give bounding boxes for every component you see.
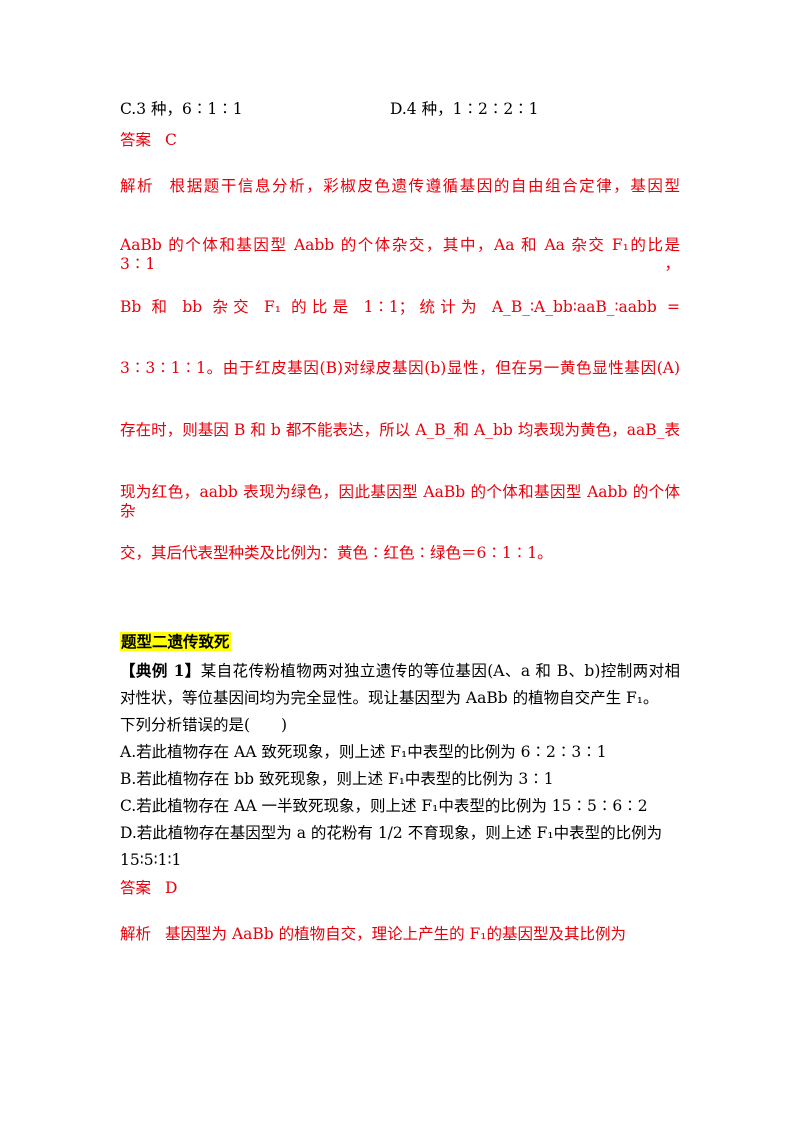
example-line-1: 【典例 1】某自花传粉植物两对独立遗传的等位基因(A、a 和 B、b)控制两对相 [120, 661, 680, 680]
analysis-label: 解析 [120, 177, 155, 195]
analysis2-label: 解析 [120, 925, 152, 943]
answer-value: C [165, 131, 177, 149]
analysis-line-2: AaBb 的个体和基因型 Aabb 的个体杂交，其中，Aa 和 Aa 杂交 F₁… [120, 236, 680, 273]
analysis-line-7: 交，其后代表型种类及比例为：黄色∶红色∶绿色＝6∶1∶1。 [120, 544, 553, 562]
example-option-a: A.若此植物存在 AA 致死现象，则上述 F₁中表型的比例为 6∶2∶3∶1 [120, 743, 607, 761]
analysis2-line-1: 解析基因型为 AaBb 的植物自交，理论上产生的 F₁的基因型及其比例为 [120, 925, 627, 943]
example-option-b: B.若此植物存在 bb 致死现象，则上述 F₁中表型的比例为 3∶1 [120, 770, 554, 788]
analysis-line-4: 3∶3∶1∶1。由于红皮基因(B)对绿皮基因(b)显性，但在另一黄色显性基因(A… [120, 359, 680, 377]
example-label: 【典例 1】 [120, 661, 201, 680]
answer-label-2: 答案 [120, 879, 152, 897]
answer-label: 答案 [120, 131, 152, 149]
analysis-line-3: Bb 和 bb 杂交 F₁ 的比是 1∶1；统计为 A_B_∶A_bb∶aaB_… [120, 298, 680, 316]
example-option-d-cont: 15∶5∶1∶1 [120, 851, 182, 869]
example-line-3: 下列分析错误的是( ) [120, 716, 288, 734]
example-line-2: 对性状，等位基因间均为完全显性。现让基因型为 AaBb 的植物自交产生 F₁。 [120, 689, 659, 707]
analysis-line-1: 解析根据题干信息分析，彩椒皮色遗传遵循基因的自由组合定律，基因型 [120, 177, 680, 195]
answer-value-2: D [165, 879, 178, 897]
analysis-line-5: 存在时，则基因 B 和 b 都不能表达，所以 A_B_和 A_bb 均表现为黄色… [120, 421, 680, 439]
analysis-line-6: 现为红色，aabb 表现为绿色，因此基因型 AaBb 的个体和基因型 Aabb … [120, 483, 680, 520]
answer-line-2: 答案 D [120, 879, 177, 898]
example-option-c: C.若此植物存在 AA 一半致死现象，则上述 F₁中表型的比例为 15∶5∶6∶… [120, 797, 648, 815]
section-title: 题型二遗传致死 [120, 632, 231, 651]
answer-line: 答案 C [120, 131, 177, 150]
option-c: C.3 种，6∶1∶1 [120, 100, 243, 118]
example-option-d: D.若此植物存在基因型为 a 的花粉有 1/2 不育现象，则上述 F₁中表型的比… [120, 824, 663, 842]
option-d: D.4 种，1∶2∶2∶1 [390, 100, 539, 118]
